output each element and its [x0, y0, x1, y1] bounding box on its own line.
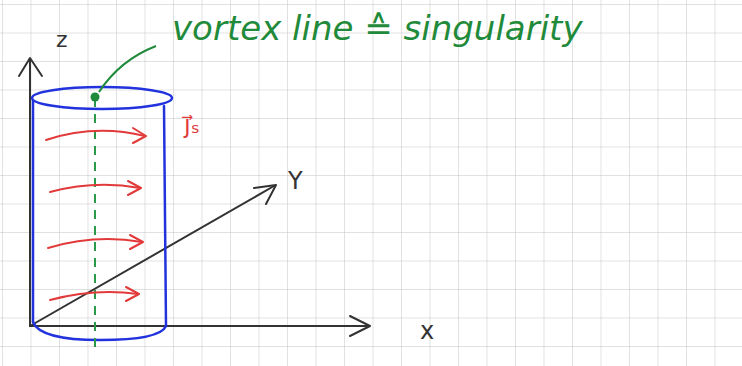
y-axis [30, 186, 274, 326]
current-label: j⃗ₛ [184, 112, 200, 138]
cylinder-bottom [33, 322, 166, 340]
current-arrowhead [130, 235, 143, 249]
y-arrowhead [254, 185, 276, 204]
current-arrow [46, 131, 145, 140]
annotation-text: vortex line ≙ singularity [172, 10, 583, 47]
axis-label: x [420, 318, 434, 344]
vortex-line [94, 98, 96, 352]
leader-line [99, 46, 156, 92]
current-arrow [48, 239, 142, 248]
current-arrow [50, 292, 138, 300]
current-arrowhead [133, 128, 146, 143]
current-arrowhead [128, 181, 141, 195]
cylinder-side [32, 100, 35, 322]
current-arrowhead [126, 287, 139, 301]
cylinder-side [164, 106, 166, 326]
current-arrow [50, 185, 140, 192]
z-axis [29, 60, 31, 326]
x-arrowhead [350, 316, 370, 336]
axis-label: Y [288, 168, 303, 194]
axis-label: z [56, 28, 68, 52]
vortex-dot [91, 93, 100, 102]
x-axis [30, 325, 368, 327]
z-arrowhead [19, 58, 42, 76]
cylinder-top [32, 87, 172, 109]
